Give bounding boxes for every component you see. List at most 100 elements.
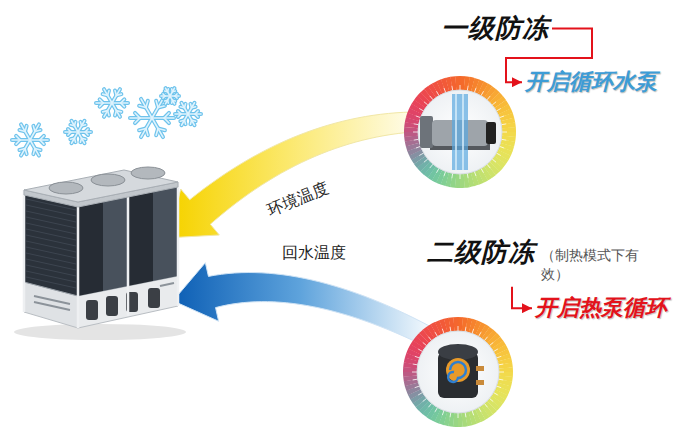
coil-fin (26, 235, 76, 246)
ring-tick (415, 386, 420, 388)
snowflake-arm (80, 122, 81, 126)
snowflake-arm (190, 104, 191, 108)
ring-tick (498, 364, 503, 366)
ring-tick (489, 342, 493, 345)
ring-tick (499, 146, 504, 148)
snowflake-arm (40, 136, 44, 140)
snowflake-arm (166, 88, 171, 96)
ring-tick (467, 173, 469, 178)
snowflake-arm (166, 96, 171, 104)
snowflake-arm (192, 120, 196, 121)
ring-tick (499, 372, 504, 373)
snowflake-arm (164, 113, 169, 118)
gauge-disc (417, 331, 499, 413)
ring-tick (424, 102, 428, 105)
snowflake-arm (170, 96, 175, 104)
ring-tick (496, 109, 500, 112)
snowflake-arm (30, 124, 39, 140)
ring-tick (487, 96, 490, 100)
ring-tick (479, 408, 482, 412)
unit-panel (103, 192, 128, 291)
ring-tick (479, 332, 482, 336)
fan-guard (91, 174, 125, 186)
unit-panel (78, 197, 103, 296)
snowflake-arm (171, 89, 173, 92)
snowflake-arm (141, 118, 152, 137)
snowflake-arm (33, 149, 35, 155)
ring-tick (501, 123, 506, 125)
compressor-body (438, 352, 478, 398)
snowflake-arm (188, 103, 195, 114)
ring-segment (404, 132, 418, 137)
coil-fin (26, 205, 76, 216)
snowflake-arm (178, 114, 181, 117)
coil-fin (26, 223, 76, 234)
ring-segment (499, 367, 513, 372)
ring-tick (465, 412, 467, 417)
snowflake-arm (100, 103, 104, 107)
snowflake-arm (16, 140, 20, 144)
ambient-temperature-arrow (169, 112, 412, 238)
motor-cap (486, 122, 496, 144)
ring-tick (474, 171, 476, 176)
snowflake-arm (74, 138, 75, 142)
snowflake-arm (170, 88, 175, 96)
snowflake-arm (135, 118, 140, 123)
ring-tick (451, 86, 453, 91)
water-pipe (452, 94, 468, 170)
snowflake-arm (25, 149, 27, 155)
snowflake-arm (30, 139, 48, 141)
ring-tick (437, 91, 440, 95)
ring-tick (484, 337, 487, 341)
coil-fin (26, 277, 76, 288)
gauge-disc (418, 90, 502, 174)
ring-tick (413, 364, 418, 366)
snowflake-arm (104, 103, 112, 117)
ring-tick (428, 403, 431, 407)
snowflake-arm (156, 101, 158, 108)
snowflake-arm (182, 114, 189, 125)
coil-fin (26, 271, 76, 282)
snowflake-arm (19, 149, 25, 150)
snowflake-arm (85, 129, 88, 132)
snowflake-arm (146, 101, 148, 108)
snowflake-arm (16, 136, 20, 140)
snowflake-arm (19, 130, 25, 131)
snowflake-arm (170, 96, 175, 104)
mode-note: （制热模式下有效） (541, 246, 641, 284)
snowflake-arm (135, 113, 140, 118)
ring-tick (414, 139, 419, 141)
snowflake-arm (33, 126, 35, 132)
snowflake (175, 103, 201, 126)
ring-tick (501, 139, 506, 141)
ring-tick (465, 327, 467, 332)
snowflake-arm (82, 138, 86, 139)
snowflake-arm (184, 120, 185, 124)
ring-tick (444, 171, 446, 176)
snowflake-arm (72, 132, 79, 143)
snowflake (130, 99, 174, 137)
ring-tick (423, 398, 427, 401)
arrow-label: 回水温度 (278, 242, 350, 265)
compressor-fitting (476, 366, 484, 371)
ring-tick (415, 356, 420, 358)
scroll-swirl (446, 358, 470, 382)
coil-fin (26, 265, 76, 276)
frame-post (24, 182, 178, 328)
snowflake-arm (121, 99, 125, 103)
ring-tick (487, 164, 490, 168)
fan-guard (131, 167, 165, 179)
snowflake-arm (108, 111, 109, 116)
ring-tick (474, 88, 476, 93)
ring-tick (481, 91, 484, 95)
coil-fin (26, 259, 76, 270)
snowflake-arm (156, 128, 158, 135)
red-arrow (512, 287, 532, 308)
ring-tick (430, 96, 433, 100)
snowflake-arm (146, 128, 148, 135)
level-heading: 一级防冻 (441, 13, 549, 44)
gauge-ring (403, 317, 513, 427)
snowflake-arm (170, 88, 175, 96)
snowflake (65, 121, 91, 144)
